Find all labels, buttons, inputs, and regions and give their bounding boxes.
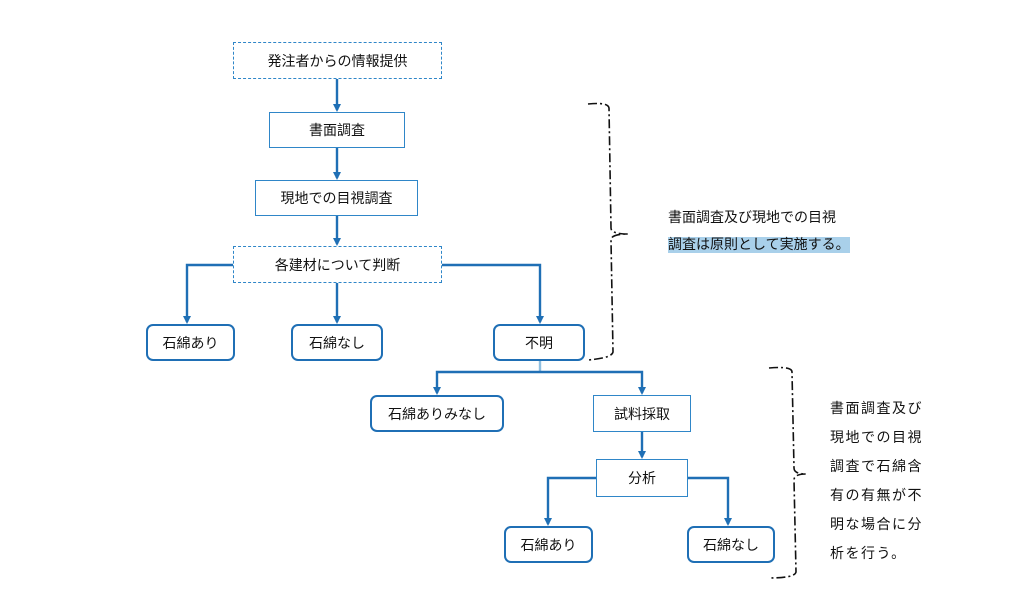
node-result-asbestos-no: 石綿なし (687, 526, 775, 563)
node-analysis: 分析 (596, 459, 688, 497)
node-provider-info: 発注者からの情報提供 (233, 42, 442, 79)
node-deemed-asbestos: 石綿ありみなし (370, 395, 504, 432)
bracket-lower (768, 366, 807, 579)
node-onsite-visual-survey: 現地での目視調査 (255, 180, 418, 216)
note-upper-line-2: 調査は原則として実施する。 (668, 237, 850, 253)
note-lower-line-6: 析を行う。 (830, 546, 907, 562)
arrow-judgment-to-unknown (442, 263, 544, 324)
node-unknown: 不明 (493, 324, 585, 361)
note-lower-line-1: 書面調査及び (830, 401, 923, 417)
arrow-judgment-to-yes (183, 263, 233, 324)
note-lower-line-3: 調査で石綿含 (830, 459, 923, 475)
node-document-survey: 書面調査 (269, 112, 405, 148)
note-lower-line-4: 有の有無が不 (830, 488, 923, 504)
arrow-unknown-to-deemed (433, 370, 540, 395)
note-upper-line-1: 書面調査及び現地での目視 (668, 210, 836, 226)
arrow-unknown-to-sampling (540, 370, 646, 395)
node-asbestos-no: 石綿なし (291, 324, 383, 361)
arrow-analysis-to-result-no (688, 476, 732, 526)
note-upper: 書面調査及び現地での目視 調査は原則として実施する。 (668, 205, 850, 259)
node-asbestos-yes: 石綿あり (146, 324, 235, 361)
note-lower-line-5: 明な場合に分 (830, 517, 923, 533)
node-material-judgment: 各建材について判断 (233, 246, 442, 283)
bracket-upper (587, 102, 629, 361)
node-result-asbestos-yes: 石綿あり (504, 526, 593, 563)
node-sampling: 試料採取 (593, 395, 691, 432)
note-lower-line-2: 現地での目視 (830, 430, 923, 446)
arrow-analysis-to-result-yes (544, 476, 596, 526)
note-lower: 書面調査及び 現地での目視 調査で石綿含 有の有無が不 明な場合に分 析を行う。 (830, 395, 923, 569)
